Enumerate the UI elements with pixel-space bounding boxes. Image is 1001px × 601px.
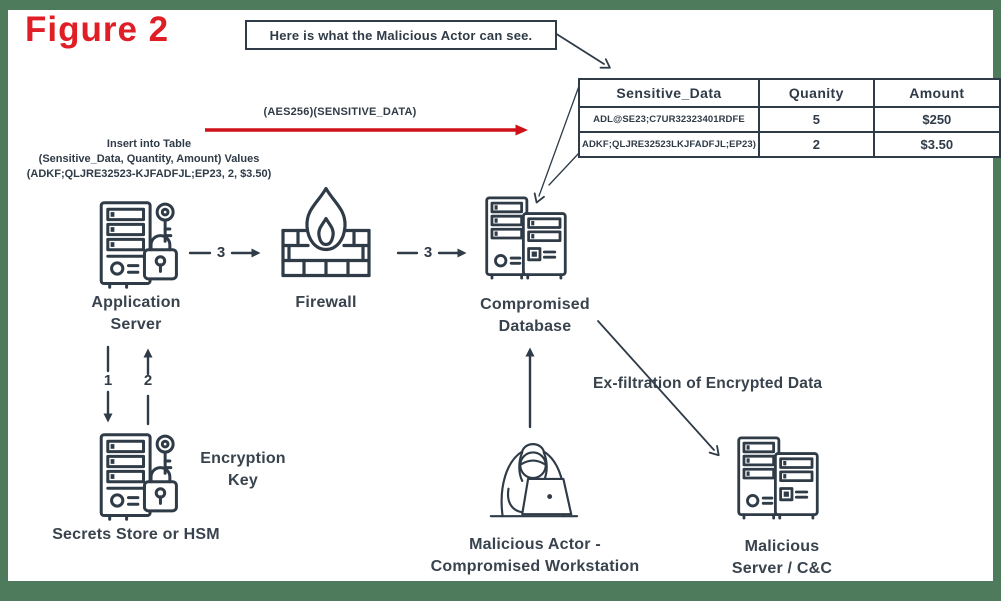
application-server-icon bbox=[99, 201, 178, 289]
secrets-store-icon bbox=[99, 433, 178, 521]
cell-amount: $3.50 bbox=[872, 131, 1001, 158]
malicious-server-icon bbox=[737, 436, 819, 520]
encryption-key-label: Encryption Key bbox=[163, 448, 323, 492]
label-line-1: Malicious Actor - bbox=[469, 536, 601, 553]
col-header-amount: Amount bbox=[872, 78, 1001, 108]
firewall-label: Firewall bbox=[295, 294, 357, 311]
sensitive-data-table: Sensitive_Data Quanity Amount ADL@SE23;C… bbox=[577, 78, 1001, 158]
table-row: ADL@SE23;C7UR32323401RDFE 5 $250 bbox=[577, 106, 1001, 133]
label-line-2: Database bbox=[498, 318, 572, 335]
label-line-1: Application bbox=[91, 294, 181, 311]
malicious-actor-icon bbox=[489, 443, 579, 518]
label-line-1: Malicious bbox=[744, 538, 820, 555]
app-server-label: Application Server bbox=[36, 292, 236, 336]
label-line-1: Encryption bbox=[200, 450, 286, 467]
aes-flow-label: (AES256)(SENSITIVE_DATA) bbox=[263, 106, 417, 118]
exfiltration-label: Ex-filtration of Encrypted Data bbox=[593, 375, 823, 392]
malicious-actor-banner: Here is what the Malicious Actor can see… bbox=[245, 20, 557, 50]
cell-quantity: 2 bbox=[758, 131, 875, 158]
step-3-label-a: 3 bbox=[216, 244, 226, 261]
banner-text: Here is what the Malicious Actor can see… bbox=[269, 27, 533, 43]
compromised-database-icon bbox=[485, 196, 567, 280]
secrets-store-label: Secrets Store or HSM bbox=[52, 526, 220, 543]
step-3-label-b: 3 bbox=[423, 244, 433, 261]
firewall-icon bbox=[281, 186, 371, 278]
insert-note-line-3: (ADKF;QLJRE32523-KJFADFJL;EP23, 2, $3.50… bbox=[26, 168, 272, 180]
malicious-actor-label: Malicious Actor - Compromised Workstatio… bbox=[395, 534, 675, 578]
label-line-1: Compromised bbox=[480, 296, 590, 313]
col-header-quanity: Quanity bbox=[758, 78, 875, 108]
table-header-row: Sensitive_Data Quanity Amount bbox=[577, 78, 1001, 108]
insert-note-line-2: (Sensitive_Data, Quantity, Amount) Value… bbox=[38, 153, 260, 165]
figure-title: Figure 2 bbox=[25, 10, 170, 49]
compromised-database-label: Compromised Database bbox=[435, 294, 635, 338]
insert-note-line-1: Insert into Table bbox=[106, 138, 192, 150]
table-row: ADKF;QLJRE32523LKJFADFJL;EP23) 2 $3.50 bbox=[577, 131, 1001, 158]
label-line-2: Compromised Workstation bbox=[430, 558, 640, 575]
malicious-server-label: Malicious Server / C&C bbox=[682, 536, 882, 580]
cell-sensitive-data: ADL@SE23;C7UR32323401RDFE bbox=[577, 106, 761, 133]
label-line-2: Server bbox=[110, 316, 162, 333]
col-header-sensitive-data: Sensitive_Data bbox=[577, 78, 761, 108]
cell-sensitive-data: ADKF;QLJRE32523LKJFADFJL;EP23) bbox=[577, 131, 761, 158]
cell-amount: $250 bbox=[872, 106, 1001, 133]
step-1-label: 1 bbox=[103, 372, 113, 389]
step-2-label: 2 bbox=[143, 372, 153, 389]
label-line-2: Key bbox=[228, 472, 258, 489]
insert-note: Insert into Table (Sensitive_Data, Quant… bbox=[3, 137, 295, 182]
cell-quantity: 5 bbox=[758, 106, 875, 133]
label-line-2: Server / C&C bbox=[731, 560, 833, 577]
